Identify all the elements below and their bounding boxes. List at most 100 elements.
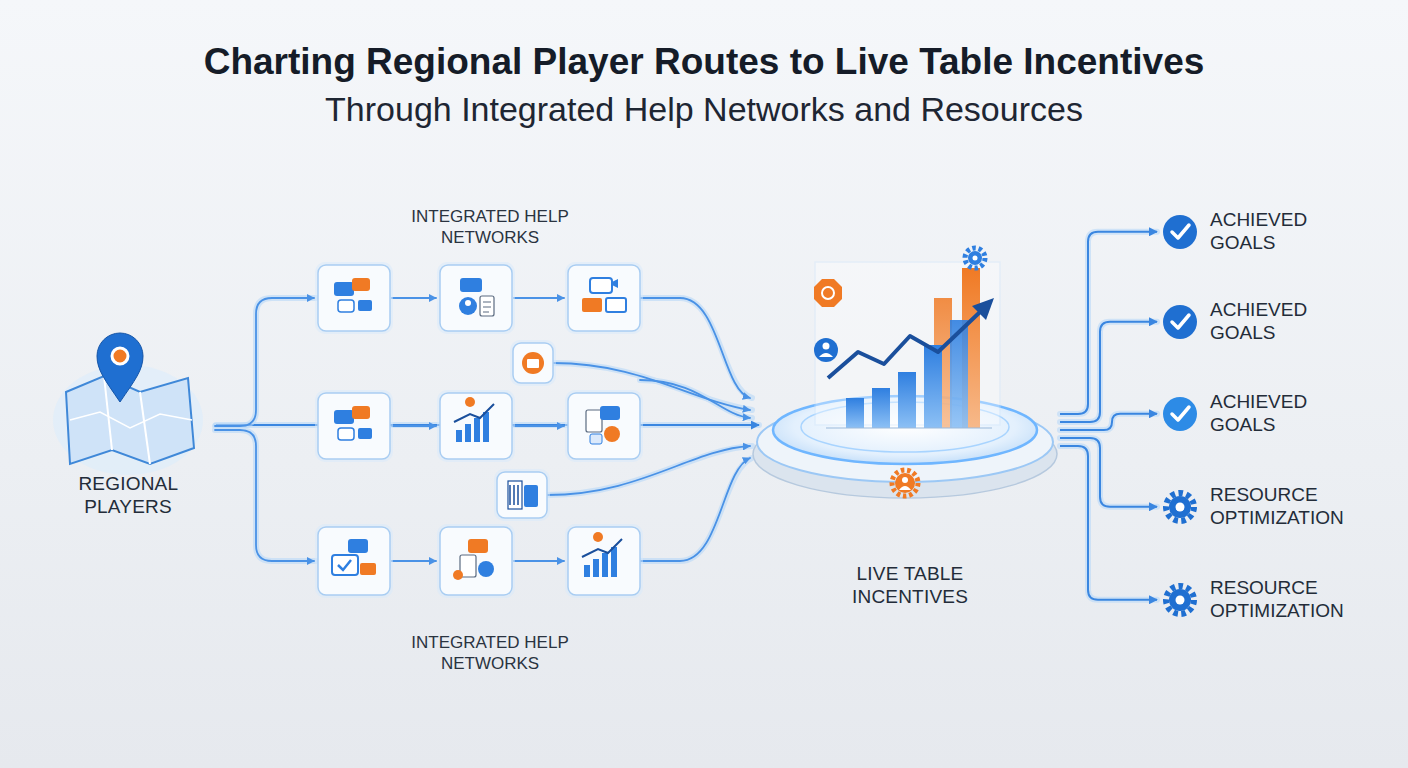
tile-shape: [582, 539, 622, 557]
tile-frame: [568, 527, 640, 595]
outcome-icons-part: [1166, 493, 1194, 521]
outcome-node: ACHIEVED GOALS: [1158, 387, 1315, 441]
outcome-node: ACHIEVED GOALS: [1158, 295, 1315, 349]
tile-shape: [584, 565, 590, 577]
tile-shape: [465, 300, 471, 306]
resource-tile: [494, 469, 550, 521]
resource-tile: [565, 524, 643, 598]
platform-icons: [814, 248, 985, 496]
route-lines-part-part: [392, 297, 436, 299]
tile-glow: [315, 390, 393, 462]
tile-shape: [478, 561, 494, 577]
tile-shape: [593, 559, 599, 577]
tile-shape: [524, 485, 538, 507]
tile-glow: [494, 469, 550, 521]
route-lines-part-part: [215, 298, 314, 426]
outcome-icons-part: [1163, 215, 1197, 249]
route-lines-part: [215, 298, 752, 561]
tile-shape: [352, 406, 370, 419]
tile-glow: [437, 262, 515, 334]
tile-shape: [611, 547, 617, 577]
connector-glow: [1060, 322, 1157, 422]
platform-icons-part: [814, 279, 842, 307]
tile-shape: [332, 555, 358, 575]
tile-shape: [360, 563, 376, 575]
group-label: INTEGRATED HELP NETWORKS: [410, 633, 570, 674]
tile-glow: [437, 390, 515, 462]
tile-frame: [318, 393, 390, 459]
platform: [753, 262, 1057, 498]
platform-icons-part: [822, 287, 834, 299]
connector-arrow: [1060, 446, 1157, 600]
resource-tile: [437, 262, 515, 334]
tile-frame: [568, 393, 640, 459]
node-text: ACHIEVED GOALS: [1210, 209, 1307, 255]
node-text: ACHIEVED GOALS: [1210, 299, 1307, 345]
platform-icons-part: [965, 248, 985, 268]
resource-tile: [437, 390, 515, 462]
map-icon-part: [140, 392, 150, 464]
platform-icons-part: [819, 353, 833, 357]
map-icon-part: [66, 376, 194, 464]
resource-tile: [437, 524, 515, 598]
node-text: REGIONAL PLAYERS: [78, 473, 177, 519]
outcome-icons: [1163, 215, 1197, 614]
tile-shape: [604, 426, 620, 442]
labeled-icon-node: REGIONAL PLAYERS: [40, 325, 216, 525]
tile-frame: [497, 472, 547, 518]
group-label: INTEGRATED HELP NETWORKS: [410, 207, 570, 248]
platform-icons-part: [892, 470, 918, 496]
bar-chart-part: [828, 312, 980, 378]
tile-shape: [590, 278, 612, 293]
tile-shape: [453, 570, 463, 580]
outcome-icons-part: [1172, 315, 1189, 328]
resource-tile: [315, 524, 393, 598]
tile-shape: [483, 412, 489, 442]
route-lines-part-part: [640, 298, 750, 398]
route-lines: [215, 298, 752, 561]
tile-glow: [565, 524, 643, 598]
outcome-icons-part: [1166, 586, 1194, 614]
resource-tile: [565, 262, 643, 334]
route-lines-part-part: [215, 430, 314, 561]
tile-shape: [602, 553, 608, 577]
tile-shape: [338, 560, 351, 570]
tile-shape: [474, 418, 480, 442]
tile-shape: [334, 282, 354, 296]
tile-shape: [586, 410, 602, 432]
map-icon-part: [112, 348, 128, 364]
route-lines-part-part: [640, 380, 752, 418]
resource-tile: [315, 390, 393, 462]
route-lines-part-part: [514, 560, 564, 562]
map-icon-part: [97, 333, 143, 402]
tile-frame: [318, 265, 390, 331]
resource-tile: [510, 340, 556, 386]
bar-chart-part: [924, 345, 942, 428]
connector-arrow: [1060, 322, 1157, 422]
tile-shape: [454, 404, 494, 422]
subtitle: Through Integrated Help Networks and Res…: [0, 89, 1408, 130]
resource-tile: [315, 262, 393, 334]
map-icon-part: [70, 412, 192, 428]
node-text: LIVE TABLE INCENTIVES: [852, 563, 968, 609]
tile-shape: [465, 424, 471, 442]
bar-chart-part: [846, 398, 864, 428]
map-icon: [53, 333, 203, 475]
connector-glow: [1060, 414, 1157, 430]
tile-shape: [483, 302, 491, 312]
bar-chart-part: [872, 388, 890, 428]
tile-shape: [338, 428, 354, 440]
outcome-icons-part: [1169, 496, 1191, 518]
route-lines-part-part: [514, 425, 564, 427]
tile-shape: [593, 532, 603, 542]
tile-shape: [358, 300, 372, 311]
platform-icons-part: [973, 256, 978, 261]
outcome-icons-part: [1176, 596, 1185, 605]
route-lines-part-part: [392, 425, 436, 427]
tile-shape: [606, 298, 626, 312]
tile-shape: [334, 410, 354, 424]
route-lines-part-part: [514, 297, 564, 299]
route-lines-part-part: [640, 380, 750, 418]
outcome-node: RESOURCE OPTIMIZATION: [1158, 573, 1352, 627]
title: Charting Regional Player Routes to Live …: [0, 40, 1408, 84]
